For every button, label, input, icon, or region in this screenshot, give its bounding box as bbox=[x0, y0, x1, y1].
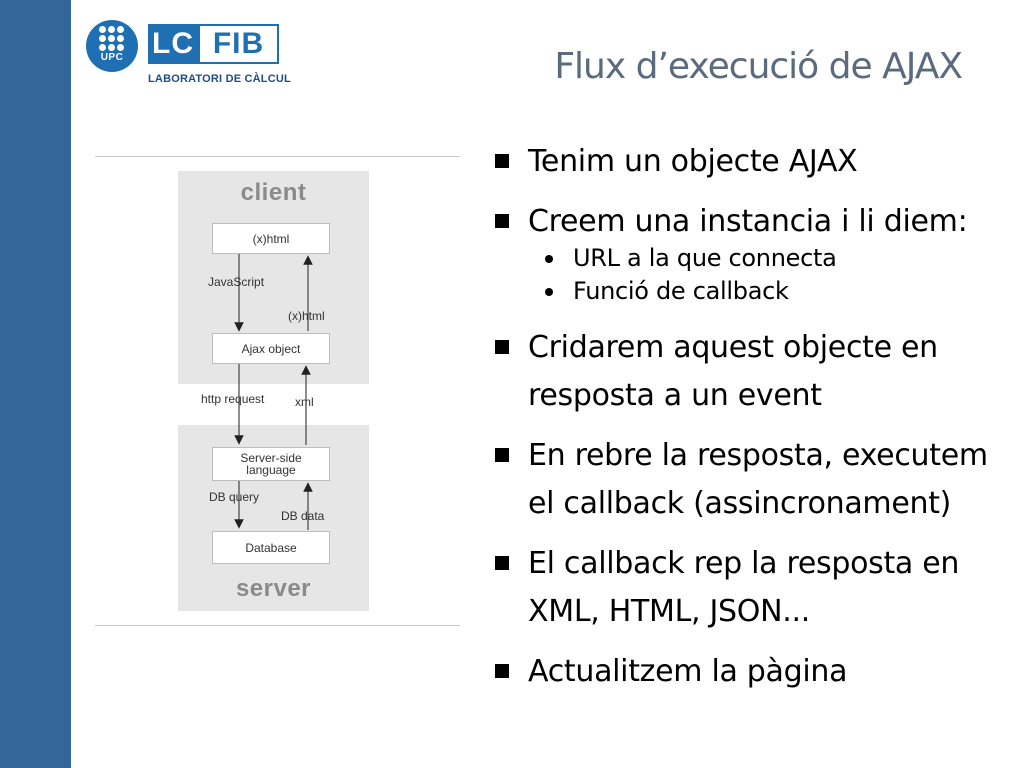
square-bullet-icon bbox=[495, 214, 509, 228]
top-divider bbox=[95, 156, 460, 157]
xhtml-box: (x)html bbox=[212, 223, 330, 254]
round-bullet-icon bbox=[545, 288, 553, 296]
square-bullet-icon bbox=[495, 448, 509, 462]
slide-title: Flux d’execució de AJAX bbox=[554, 46, 963, 87]
bullet-item: En rebre la resposta, executem el callba… bbox=[493, 432, 1013, 528]
bottom-divider bbox=[95, 625, 460, 626]
sub-bullet-text: Funció de callback bbox=[573, 277, 789, 305]
bullet-text-line2: resposta a un event bbox=[528, 378, 822, 413]
database-box: Database bbox=[212, 531, 330, 564]
xhtml-return-label: (x)html bbox=[288, 309, 325, 323]
bullet-text-line2: XML, HTML, JSON... bbox=[528, 594, 810, 629]
javascript-label: JavaScript bbox=[208, 275, 265, 289]
upc-logo-text: UPC bbox=[100, 52, 124, 63]
server-side-line2: language bbox=[246, 463, 296, 477]
xml-label: xml bbox=[295, 395, 314, 409]
bullet-list: Tenim un objecte AJAX Creem una instanci… bbox=[493, 138, 1013, 708]
ajax-object-box: Ajax object bbox=[212, 333, 330, 364]
server-side-line1: Server-side bbox=[240, 451, 302, 465]
bullet-text: Actualitzem la pàgina bbox=[528, 654, 848, 689]
bullet-item: Tenim un objecte AJAX bbox=[493, 138, 1013, 186]
bullet-item: Creem una instancia i li diem: bbox=[493, 198, 1013, 246]
http-request-label: http request bbox=[201, 392, 265, 406]
bullet-text-line1: Cridarem aquest objecte en bbox=[528, 330, 938, 365]
square-bullet-icon bbox=[495, 340, 509, 354]
logo-subtitle: LABORATORI DE CÀLCUL bbox=[148, 73, 291, 85]
lcfib-logo: LC FIB bbox=[148, 24, 279, 64]
server-side-language-box: Server-side language bbox=[212, 447, 330, 481]
left-sidebar-band bbox=[0, 0, 71, 768]
round-bullet-icon bbox=[545, 255, 553, 263]
db-query-label: DB query bbox=[209, 490, 260, 504]
bullet-text-line1: El callback rep la resposta en bbox=[528, 546, 960, 581]
bullet-item: El callback rep la resposta en XML, HTML… bbox=[493, 540, 1013, 636]
square-bullet-icon bbox=[495, 664, 509, 678]
square-bullet-icon bbox=[495, 556, 509, 570]
upc-logo: UPC bbox=[86, 20, 138, 72]
logo-fib: FIB bbox=[198, 24, 279, 64]
db-data-label: DB data bbox=[281, 509, 325, 523]
bullet-item: Actualitzem la pàgina bbox=[493, 648, 1013, 696]
bullet-item: Cridarem aquest objecte en resposta a un… bbox=[493, 324, 1013, 420]
sub-bullet-item: URL a la que connecta bbox=[493, 242, 1013, 275]
server-label: server bbox=[235, 575, 312, 602]
bullet-text: Tenim un objecte AJAX bbox=[528, 144, 858, 179]
bullet-text-line1: En rebre la resposta, executem bbox=[528, 438, 988, 473]
sub-bullet-item: Funció de callback bbox=[493, 275, 1013, 308]
client-label: client bbox=[240, 179, 307, 206]
logo-lc: LC bbox=[148, 24, 198, 64]
square-bullet-icon bbox=[495, 154, 509, 168]
bullet-text: Creem una instancia i li diem: bbox=[528, 204, 968, 239]
sub-bullet-text: URL a la que connecta bbox=[573, 244, 837, 272]
bullet-text-line2: el callback (assincronament) bbox=[528, 486, 952, 521]
server-panel: server bbox=[178, 425, 369, 611]
sub-bullet-list: URL a la que connecta Funció de callback bbox=[493, 242, 1013, 308]
